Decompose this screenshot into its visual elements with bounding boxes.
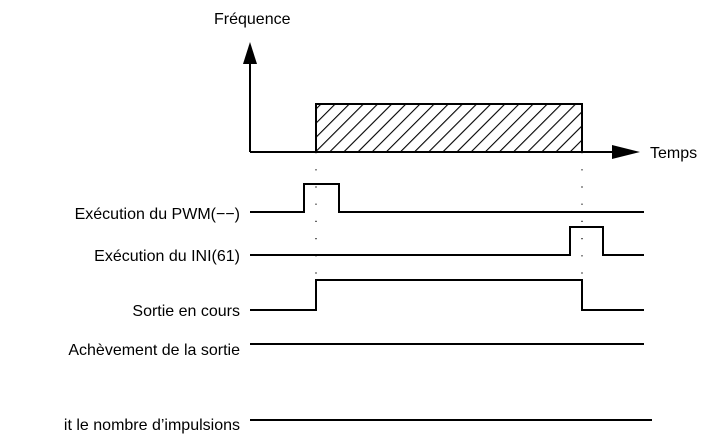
signal-label-pwm: Exécution du PWM(−−) xyxy=(75,206,240,223)
signal-label-ini: Exécution du INI(61) xyxy=(94,248,240,265)
waveform-ini xyxy=(250,226,644,256)
x-axis-arrowhead xyxy=(612,145,640,159)
signal-labels: Exécution du PWM(−−) Exécution du INI(61… xyxy=(64,206,240,434)
signal-waveforms xyxy=(250,183,652,421)
y-axis-arrowhead xyxy=(243,42,257,64)
waveform-pwm xyxy=(250,183,644,213)
signal-label-pulse-count: it le nombre d’impulsions xyxy=(64,417,240,434)
signal-label-output-in-progress: Sortie en cours xyxy=(132,303,240,320)
signal-label-output-complete: Achèvement de la sortie xyxy=(68,342,240,359)
waveform-output-in-progress xyxy=(250,279,644,311)
y-axis-label: Fréquence xyxy=(214,11,291,28)
pulse-output-period xyxy=(315,103,583,153)
frequency-graph: Fréquence Temps xyxy=(214,11,697,162)
x-axis-label: Temps xyxy=(650,145,697,162)
